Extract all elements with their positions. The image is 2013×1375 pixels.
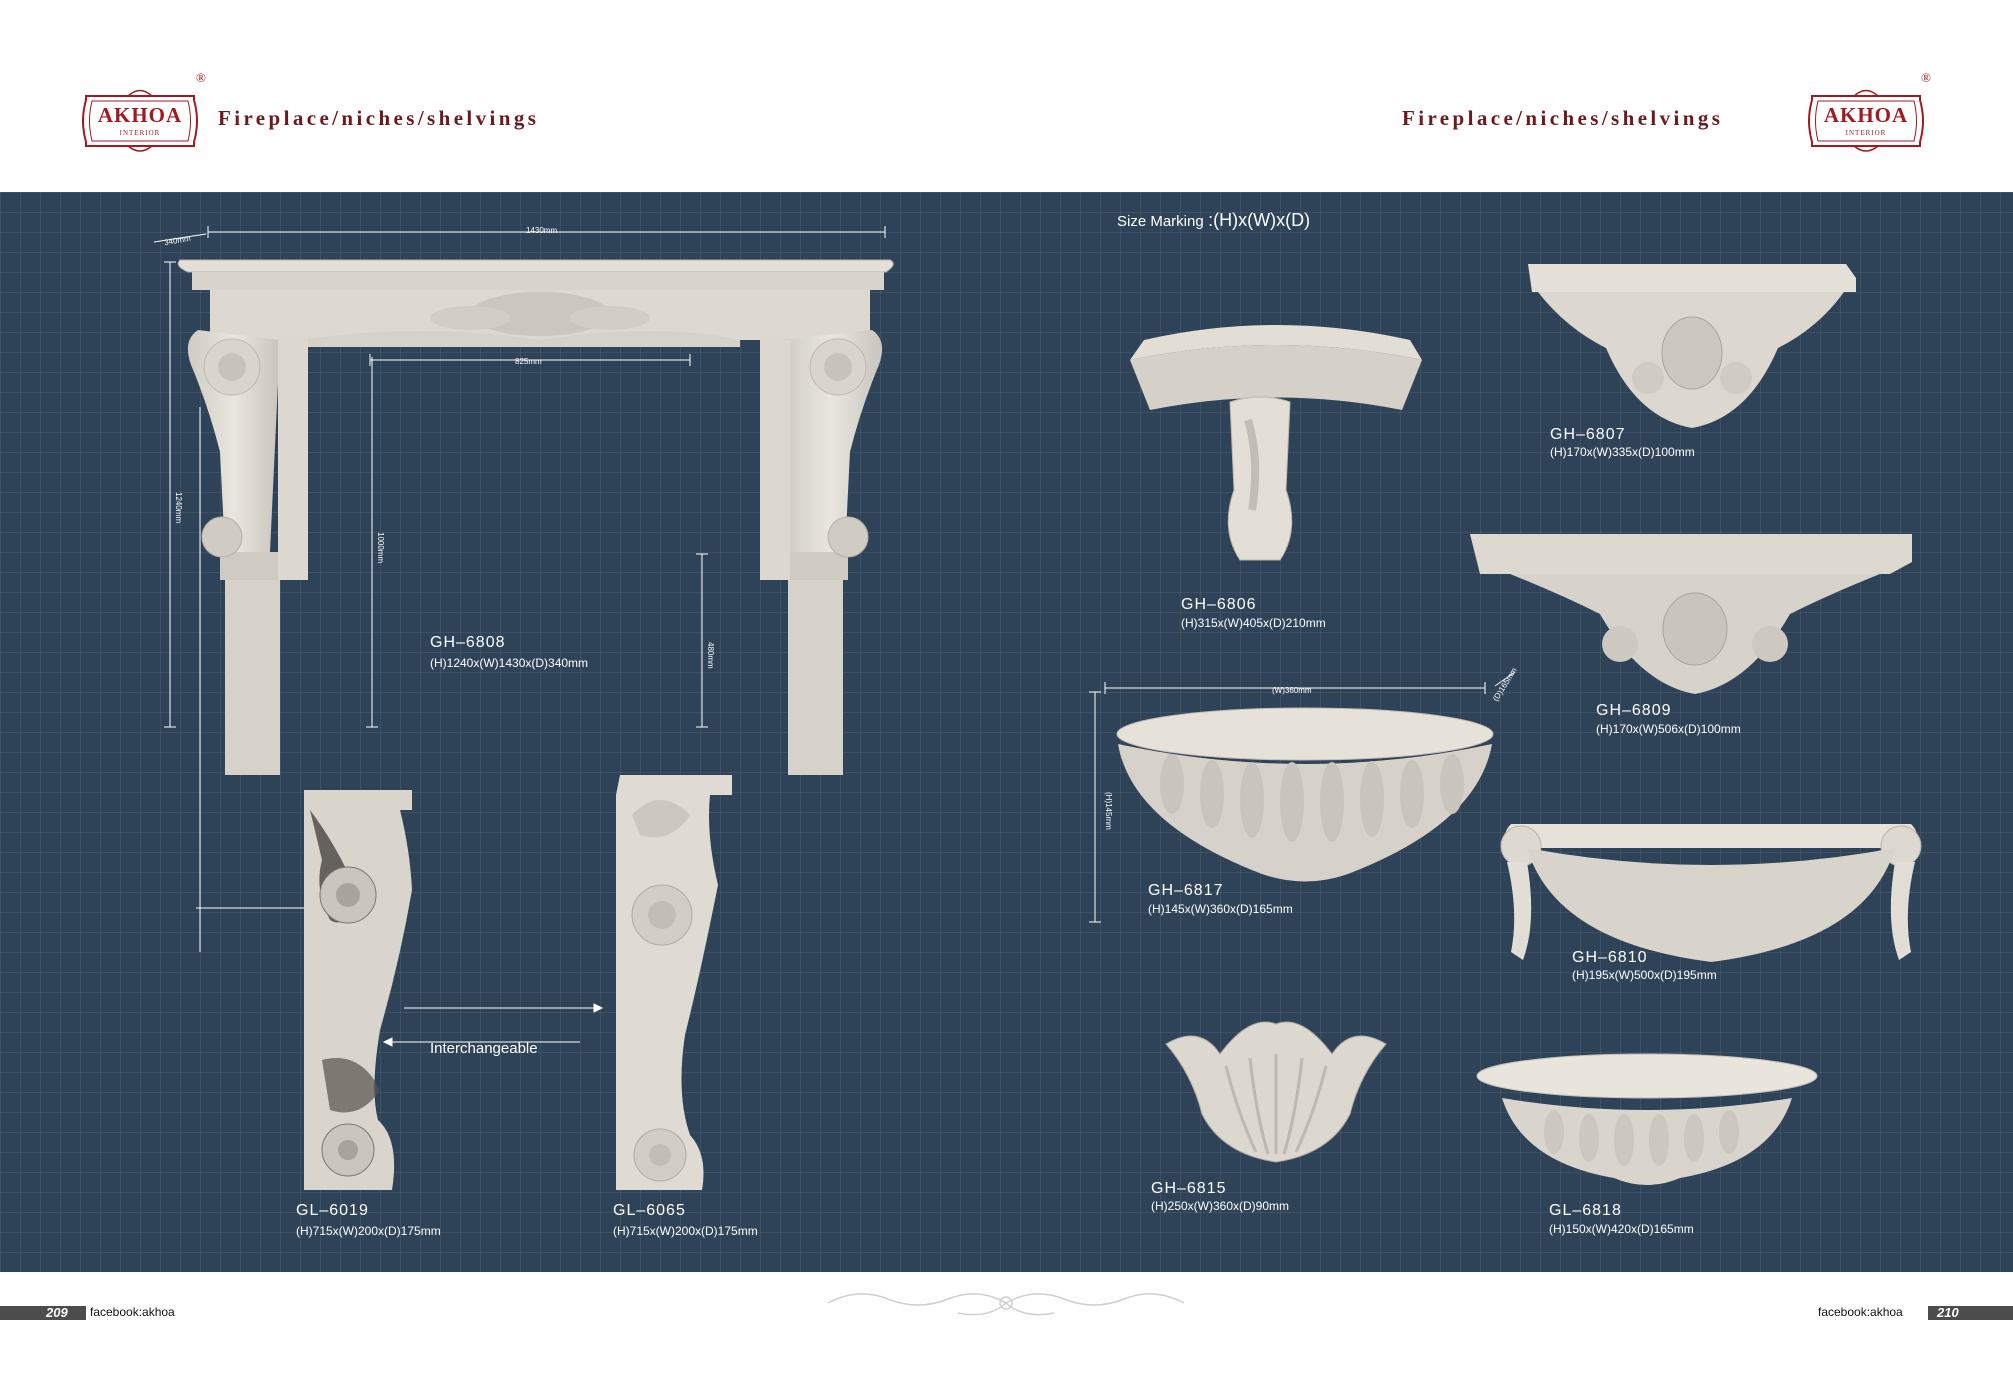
product-spec-gh6806: (H)315x(W)405x(D)210mm	[1181, 616, 1326, 630]
registered-mark: ®	[1921, 70, 1931, 85]
brand-tagline: INTERIOR	[119, 129, 161, 137]
corbel-gl6065-image	[616, 775, 732, 1190]
page-number-right: 210	[1937, 1305, 1959, 1320]
brand-logo-left: AKHOA INTERIOR	[80, 88, 200, 154]
product-spec-gh6810: (H)195x(W)500x(D)195mm	[1572, 968, 1717, 982]
size-marking: Size Marking :(H)x(W)x(D)	[1117, 210, 1310, 231]
catalog-panel: 1430mm 340mm 1240mm 825mm 1000mm 480mm G…	[0, 192, 2013, 1272]
product-code-gh6808: GH–6808	[430, 634, 506, 651]
page-number-left: 209	[46, 1305, 68, 1320]
bowl-gh6817-image	[1116, 707, 1494, 882]
product-spec-gl6019: (H)715x(W)200x(D)175mm	[296, 1224, 441, 1238]
dim-fireplace-height: 1240mm	[174, 492, 183, 524]
shelf-gh6810-image	[1500, 824, 1922, 962]
product-code-gh6815: GH–6815	[1151, 1180, 1227, 1197]
size-marking-label: Size Marking	[1117, 213, 1204, 230]
product-code-gl6818: GL–6818	[1549, 1202, 1622, 1219]
product-spec-gh6817: (H)145x(W)360x(D)165mm	[1148, 902, 1293, 916]
brand-name: AKHOA	[97, 103, 183, 127]
product-spec-gl6065: (H)715x(W)200x(D)175mm	[613, 1224, 758, 1238]
dim-bowl-height: (H)145mm	[1104, 792, 1113, 830]
product-code-gh6807: GH–6807	[1550, 426, 1626, 443]
footer-ornament	[827, 1293, 1185, 1316]
brand-name: AKHOA	[1823, 103, 1909, 127]
product-code-gl6065: GL–6065	[613, 1202, 686, 1219]
corbel-gl6019-image	[304, 790, 412, 1190]
page-title-right: Fireplace/niches/shelvings	[1402, 106, 1724, 130]
shelf-gh6807-image	[1528, 264, 1856, 428]
shelf-gh6806-image	[1130, 325, 1422, 561]
product-spec-gh6808: (H)1240x(W)1430x(D)340mm	[430, 656, 589, 670]
brand-tagline: INTERIOR	[1845, 129, 1887, 137]
dim-plinth-height: 480mm	[706, 642, 715, 669]
footer-bar-left	[0, 1306, 86, 1320]
shelf-gh6809-image	[1470, 534, 1912, 694]
facebook-left: facebook:akhoa	[90, 1305, 175, 1319]
facebook-right: facebook:akhoa	[1818, 1305, 1903, 1319]
shell-gh6815-image	[1165, 1021, 1387, 1163]
product-code-gh6806: GH–6806	[1181, 596, 1257, 613]
size-marking-value: :(H)x(W)x(D)	[1208, 210, 1311, 230]
footer-bar-right	[1928, 1306, 2013, 1320]
product-spec-gh6807: (H)170x(W)335x(D)100mm	[1550, 445, 1695, 459]
interchangeable-arrows	[382, 1003, 604, 1047]
brand-logo-right: AKHOA INTERIOR	[1806, 88, 1926, 154]
interchangeable-label: Interchangeable	[430, 1040, 538, 1057]
product-spec-gh6815: (H)250x(W)360x(D)90mm	[1151, 1199, 1290, 1213]
page-title-left: Fireplace/niches/shelvings	[218, 106, 540, 130]
product-spec-gl6818: (H)150x(W)420x(D)165mm	[1549, 1222, 1694, 1236]
dim-fireplace-width: 1430mm	[526, 226, 558, 235]
product-code-gh6817: GH–6817	[1148, 882, 1224, 899]
registered-mark: ®	[196, 70, 206, 85]
dim-bowl-width: (W)360mm	[1272, 686, 1312, 695]
shelf-gl6818-image	[1476, 1053, 1818, 1185]
dim-opening-width: 825mm	[515, 357, 542, 366]
fireplace-dimension-lines	[153, 226, 886, 952]
product-code-gl6019: GL–6019	[296, 1202, 369, 1219]
product-spec-gh6809: (H)170x(W)506x(D)100mm	[1596, 722, 1741, 736]
fireplace-gh6808-image	[177, 259, 894, 775]
connector-line	[196, 907, 304, 909]
logo-frame-icon	[82, 89, 198, 152]
product-code-gh6810: GH–6810	[1572, 949, 1648, 966]
dim-opening-height: 1000mm	[376, 532, 385, 564]
product-code-gh6809: GH–6809	[1596, 702, 1672, 719]
logo-frame-icon	[1808, 89, 1924, 152]
bowl-dimension-lines	[1089, 671, 1516, 923]
